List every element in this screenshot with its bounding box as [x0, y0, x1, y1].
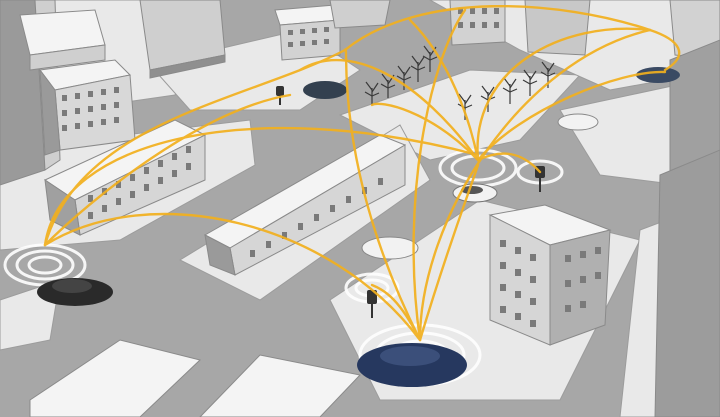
car-icon: [37, 278, 113, 306]
tree-icon: [380, 73, 396, 98]
car-icon: [636, 67, 680, 83]
building-icon: [654, 149, 720, 417]
building-icon: [669, 39, 720, 181]
tree-icon: [522, 69, 538, 96]
building-icon: [199, 354, 361, 417]
link-line: [476, 70, 667, 162]
link-line: [408, 18, 480, 162]
link-line: [476, 152, 542, 174]
building-icon: [524, 0, 591, 56]
link-line: [343, 48, 422, 342]
traffic-signal-icon: [367, 290, 377, 318]
link-line: [418, 163, 480, 342]
link-line: [412, 8, 467, 342]
link-line: [298, 58, 480, 162]
building-icon: [139, 0, 226, 79]
link-line: [343, 4, 652, 52]
link-line: [476, 27, 652, 162]
link-line: [648, 28, 681, 72]
link-line: [370, 283, 422, 342]
building-icon: [274, 4, 341, 61]
link-line: [370, 102, 480, 162]
car-icon: [303, 81, 347, 99]
link-line: [43, 93, 292, 247]
building-icon: [329, 0, 391, 29]
building-icon: [29, 339, 202, 417]
car-icon: [361, 236, 419, 260]
vehicles: [37, 67, 680, 387]
tree-icon: [396, 65, 412, 90]
car-icon: [557, 113, 599, 131]
building-icon: [488, 204, 612, 346]
car-icon: [357, 343, 467, 387]
link-line: [43, 212, 422, 342]
tree-icon: [410, 55, 426, 82]
tree-icon: [422, 45, 438, 72]
tree-icon: [502, 77, 518, 104]
communication-links: [43, 4, 681, 342]
building-icon: [19, 9, 106, 71]
building-icon: [39, 59, 136, 156]
tree-icon: [364, 81, 380, 105]
